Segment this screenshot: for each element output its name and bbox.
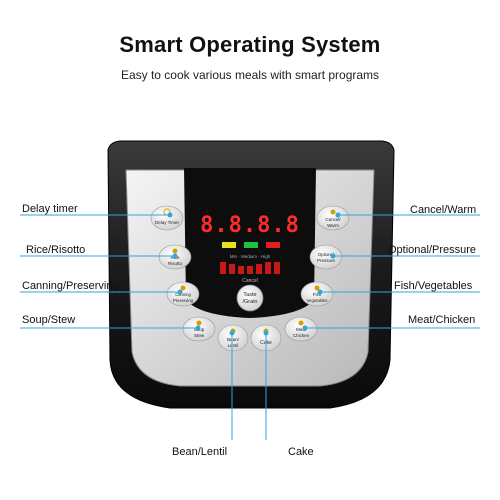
svg-text:Fish: Fish	[313, 292, 322, 297]
meat-chicken-button[interactable]: Meat Chicken	[284, 316, 318, 342]
label-soup-stew: Soup/Stew	[22, 314, 76, 326]
rice-icon	[172, 248, 178, 254]
led-high	[266, 242, 280, 248]
jar-icon	[180, 285, 186, 291]
label-delay-timer: Delay timer	[22, 203, 78, 215]
label-cake: Cake	[288, 446, 314, 458]
label-meat-chicken: Meat/Chicken	[408, 314, 476, 326]
svg-text:Optional: Optional	[318, 252, 335, 257]
svg-text:Meat: Meat	[296, 327, 307, 332]
svg-text:Preserving: Preserving	[173, 298, 194, 303]
svg-text:/Grain: /Grain	[243, 299, 258, 305]
label-fish-vegetables: Fish/Vegetables	[394, 280, 473, 292]
canning-preserving-button[interactable]: Canning Preserving	[166, 281, 200, 307]
cancel-indicator: Cancel	[242, 278, 258, 284]
label-bean-lentil: Bean/Lentil	[172, 446, 228, 458]
label-optional-pressure: Optional/Pressure	[388, 244, 477, 256]
svg-text:Delay Timer: Delay Timer	[155, 220, 180, 225]
thermometer-icon	[330, 209, 336, 215]
svg-text:Pressure: Pressure	[317, 258, 336, 263]
callout-dots	[167, 212, 341, 336]
label-cancel-warm: Cancel/Warm	[410, 204, 477, 216]
seven-segment-display: 8.8.8.8	[200, 213, 300, 238]
bean-lentil-button[interactable]: Bean/ Lentil	[217, 324, 249, 352]
led-medium	[244, 242, 258, 248]
label-canning-preserving: Canning/Preserving	[22, 280, 119, 292]
page-subtitle: Easy to cook various meals with smart pr…	[120, 68, 380, 82]
fish-icon	[314, 285, 320, 291]
svg-text:Cancel/: Cancel/	[325, 217, 341, 222]
fish-vegetables-button[interactable]: Fish Vegetables	[300, 281, 334, 307]
svg-text:Risotto: Risotto	[168, 261, 183, 266]
pot-icon	[196, 320, 202, 326]
led-low	[222, 242, 236, 248]
pressure-level-labels: Min · Medium · High	[230, 254, 271, 259]
optional-pressure-button[interactable]: Optional Pressure	[309, 244, 343, 270]
progress-bars	[220, 262, 280, 274]
svg-text:Vegetables: Vegetables	[307, 298, 328, 303]
svg-text:Lentil: Lentil	[228, 343, 239, 348]
label-rice-risotto: Rice/Risotto	[26, 244, 86, 256]
page-title: Smart Operating System	[119, 32, 381, 57]
svg-text:Bean/: Bean/	[227, 337, 240, 342]
taste-grain-button[interactable]: Taste /Grain	[236, 284, 264, 312]
svg-text:Taste: Taste	[243, 292, 256, 298]
callout-lines	[20, 214, 480, 440]
meat-icon	[298, 320, 304, 326]
cancel-warm-button[interactable]: Cancel/ Warm	[316, 205, 350, 231]
svg-text:Chicken: Chicken	[293, 333, 310, 338]
svg-text:Stew: Stew	[194, 333, 205, 338]
svg-text:Warm: Warm	[327, 223, 339, 228]
svg-text:Canning: Canning	[175, 292, 191, 297]
delay-timer-button[interactable]: Delay Timer	[150, 205, 184, 231]
